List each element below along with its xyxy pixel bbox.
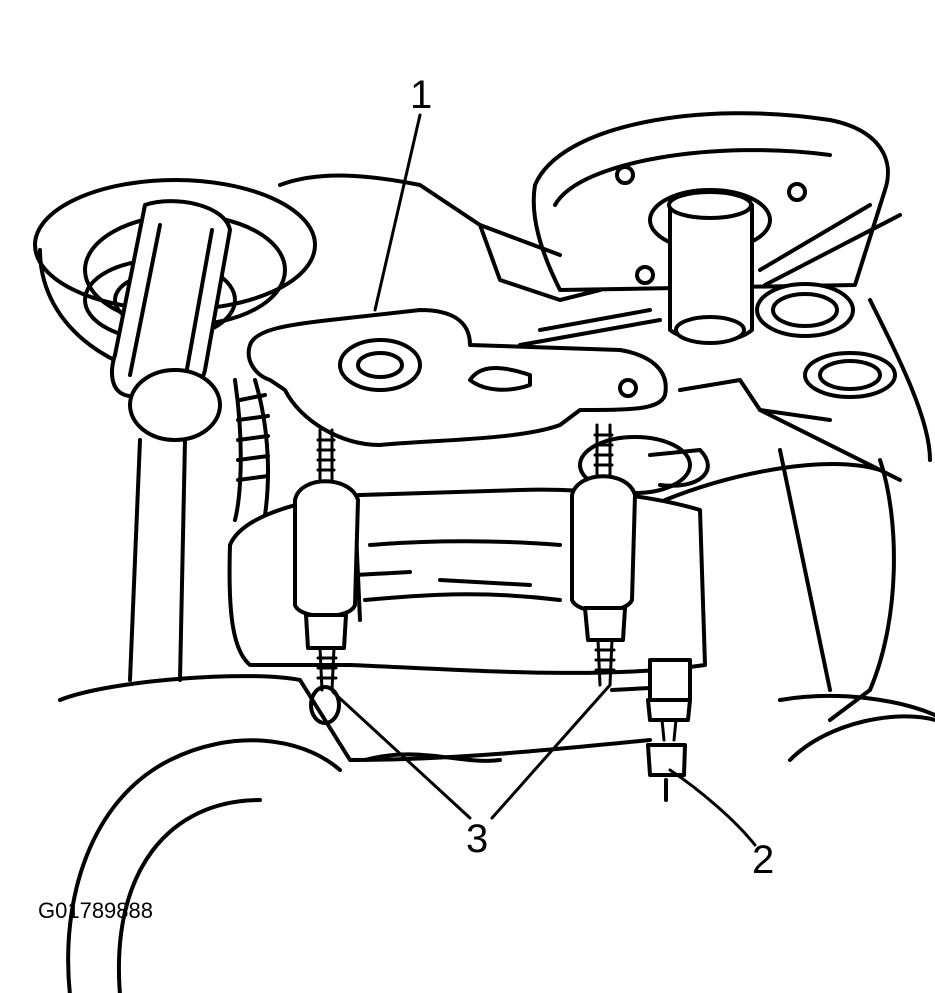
mount-bracket — [246, 308, 692, 495]
right-pulley-flange — [531, 111, 902, 399]
subframe — [58, 674, 935, 993]
leader-3a — [331, 690, 472, 820]
callout-1: 1 — [410, 73, 432, 117]
leader-2 — [668, 768, 757, 847]
callout-2: 2 — [752, 838, 774, 882]
lower-bolt-assembly — [610, 658, 692, 802]
callout-leaders — [331, 113, 757, 847]
callout-3: 3 — [466, 817, 488, 861]
mount-insulator-left — [293, 428, 360, 692]
mount-insulator-right — [570, 423, 637, 687]
tensioner-roller — [110, 199, 232, 442]
leader-1 — [373, 113, 422, 312]
engine-block — [128, 173, 932, 722]
leader-3b — [490, 683, 612, 820]
figure-id: G01789888 — [38, 898, 153, 923]
